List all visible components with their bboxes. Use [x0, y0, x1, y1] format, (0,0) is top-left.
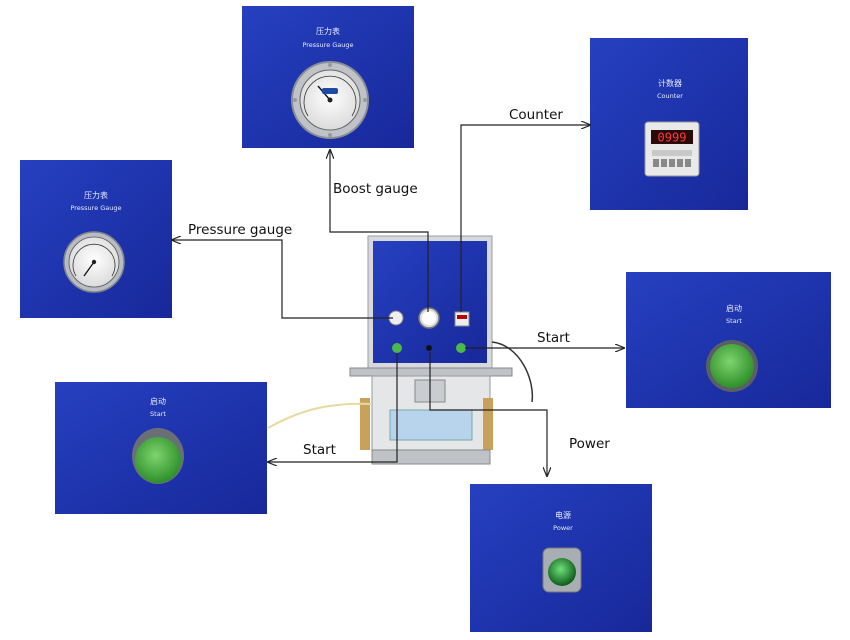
boost-gauge-panel-en: Pressure Gauge [302, 41, 353, 49]
arrow-icon [330, 150, 429, 312]
arrow-icon [460, 125, 590, 312]
start-panel-right-en: Start [726, 317, 742, 325]
power-lamp-icon [542, 547, 582, 593]
start-panel-right: 启动 Start [626, 272, 831, 408]
start-panel-left-en: Start [150, 410, 166, 418]
counter-panel-en: Counter [657, 92, 683, 100]
callout-start-left: Start [303, 442, 336, 458]
start-panel-left: 启动 Start [55, 382, 267, 514]
counter-panel: 计数器 Counter 0999 [590, 38, 748, 210]
callout-start-right: Start [537, 330, 570, 346]
pressure-gauge-panel: 压力表 Pressure Gauge [20, 160, 172, 318]
callout-counter: Counter [509, 107, 563, 123]
counter-panel-cn: 计数器 [658, 78, 682, 88]
counter-display-icon: 0999 [644, 121, 700, 177]
pressure-gauge-icon [291, 61, 369, 139]
pressure-gauge-panel-en: Pressure Gauge [70, 204, 121, 212]
callout-power: Power [569, 436, 610, 452]
power-panel-cn: 电源 [555, 510, 571, 520]
boost-gauge-panel: 压力表 Pressure Gauge [242, 6, 414, 148]
machine-photo [267, 235, 534, 465]
pressure-gauge-icon [63, 231, 125, 293]
callout-boost-gauge: Boost gauge [333, 181, 418, 197]
callout-lines [172, 125, 624, 476]
boost-gauge-panel-cn: 压力表 [316, 26, 340, 36]
arrow-icon [429, 352, 547, 476]
power-panel-en: Power [553, 524, 573, 532]
arrow-icon [268, 353, 398, 462]
start-button-icon [706, 340, 758, 392]
arrow-icon [172, 240, 393, 319]
start-panel-right-cn: 启动 [726, 303, 742, 313]
callout-pressure-gauge: Pressure gauge [188, 222, 293, 238]
pressure-gauge-panel-cn: 压力表 [84, 190, 108, 200]
start-button-icon [132, 428, 184, 484]
start-panel-left-cn: 启动 [150, 396, 166, 406]
power-panel: 电源 Power [470, 484, 652, 632]
counter-display-value: 0999 [658, 131, 687, 145]
